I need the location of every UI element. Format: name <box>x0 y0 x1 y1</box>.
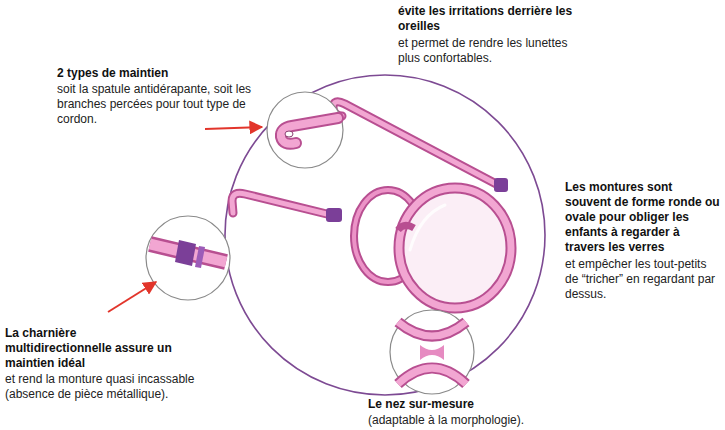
nose-pad-fill <box>398 322 466 384</box>
temple-tip-fill <box>281 118 338 144</box>
far-temple <box>333 102 500 186</box>
cord-hole <box>285 131 293 137</box>
callout-heading: Les montures sont souvent de forme ronde… <box>565 180 720 255</box>
inset-circle <box>146 216 230 300</box>
callout-text: et permet de rendre les lunettes plus co… <box>398 36 573 66</box>
front-lens-fill <box>399 188 511 308</box>
bridge <box>398 225 414 230</box>
pointer-arrow <box>108 282 156 312</box>
callout-heading: évite les irritations derrière les oreil… <box>398 4 588 34</box>
callout-heading: 2 types de maintien <box>57 66 257 81</box>
outline-circle <box>225 75 545 395</box>
lens-glare <box>410 205 445 250</box>
hinge-detail <box>195 246 205 268</box>
hinge-detail <box>175 240 196 266</box>
inset-circle <box>390 310 474 394</box>
near-temple <box>232 193 335 216</box>
callout-text: et rend la monture quasi incassable (abs… <box>5 372 230 402</box>
temple-tip <box>281 118 338 144</box>
callout-text: soit la spatule antidérapante, soit les … <box>57 82 255 127</box>
callout-text: (adaptable à la morphologie). <box>368 413 608 428</box>
far-temple-fill <box>333 102 500 186</box>
near-temple-fill <box>232 193 335 216</box>
inset-circle <box>267 92 343 168</box>
hinge <box>326 208 342 222</box>
callout-heading: La charnière multidirectionnelle assure … <box>5 326 175 371</box>
hinge <box>494 178 508 192</box>
nose-pad <box>398 322 466 384</box>
pointer-arrow <box>205 127 262 129</box>
nose-bridge <box>420 345 444 360</box>
front-lens <box>399 188 511 308</box>
callout-heading: Le nez sur-mesure <box>368 397 608 412</box>
callout-text: et empêcher les tout-petits de “tricher”… <box>565 257 721 302</box>
